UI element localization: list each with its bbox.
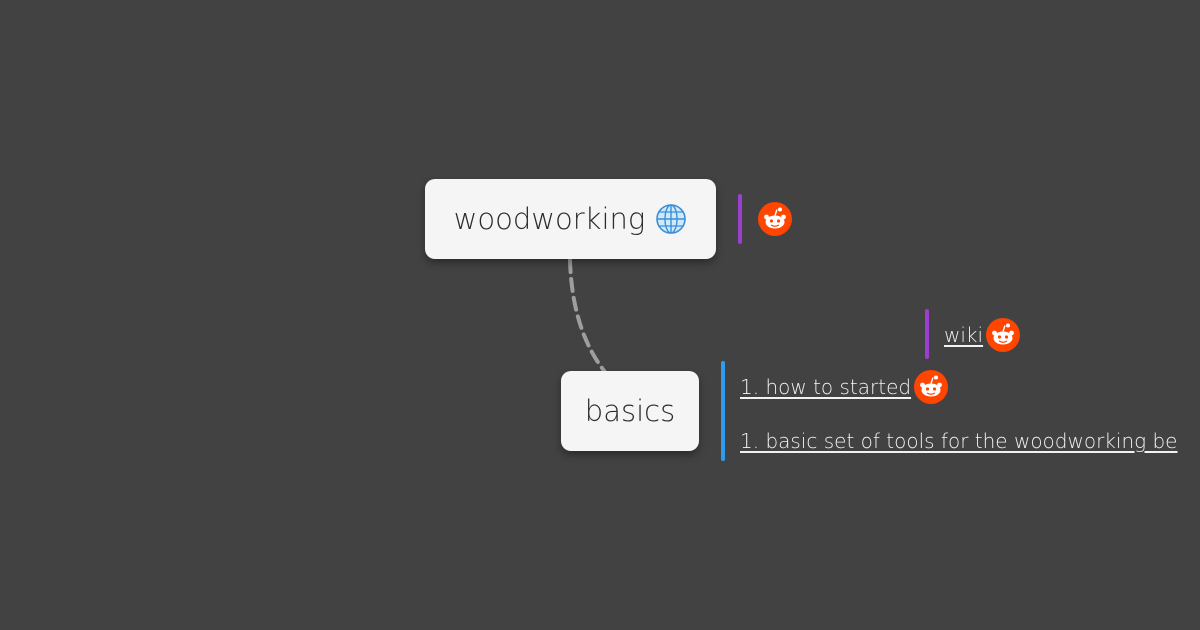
root-note-bar [738,194,742,244]
how-to-started-link[interactable]: 1. how to started [740,369,949,405]
wiki-note-bar [925,309,929,359]
basic-tools-link[interactable]: 1. basic set of tools for the woodworkin… [740,423,1200,459]
reddit-icon[interactable] [913,369,949,405]
root-node-label: woodworking [453,202,646,236]
how-to-started-label: 1. how to started [740,375,912,399]
reddit-icon[interactable] [985,317,1021,353]
reddit-icon[interactable] [757,201,793,237]
basics-notes-bar [721,361,725,461]
wiki-link[interactable]: wiki [944,317,1021,353]
wiki-link-label: wiki [944,323,984,347]
child-node-label: basics [584,394,676,428]
root-node-woodworking[interactable]: woodworking [425,179,716,259]
globe-icon [656,204,687,234]
basic-tools-label: 1. basic set of tools for the woodworkin… [740,429,1178,453]
child-node-basics[interactable]: basics [561,371,699,451]
